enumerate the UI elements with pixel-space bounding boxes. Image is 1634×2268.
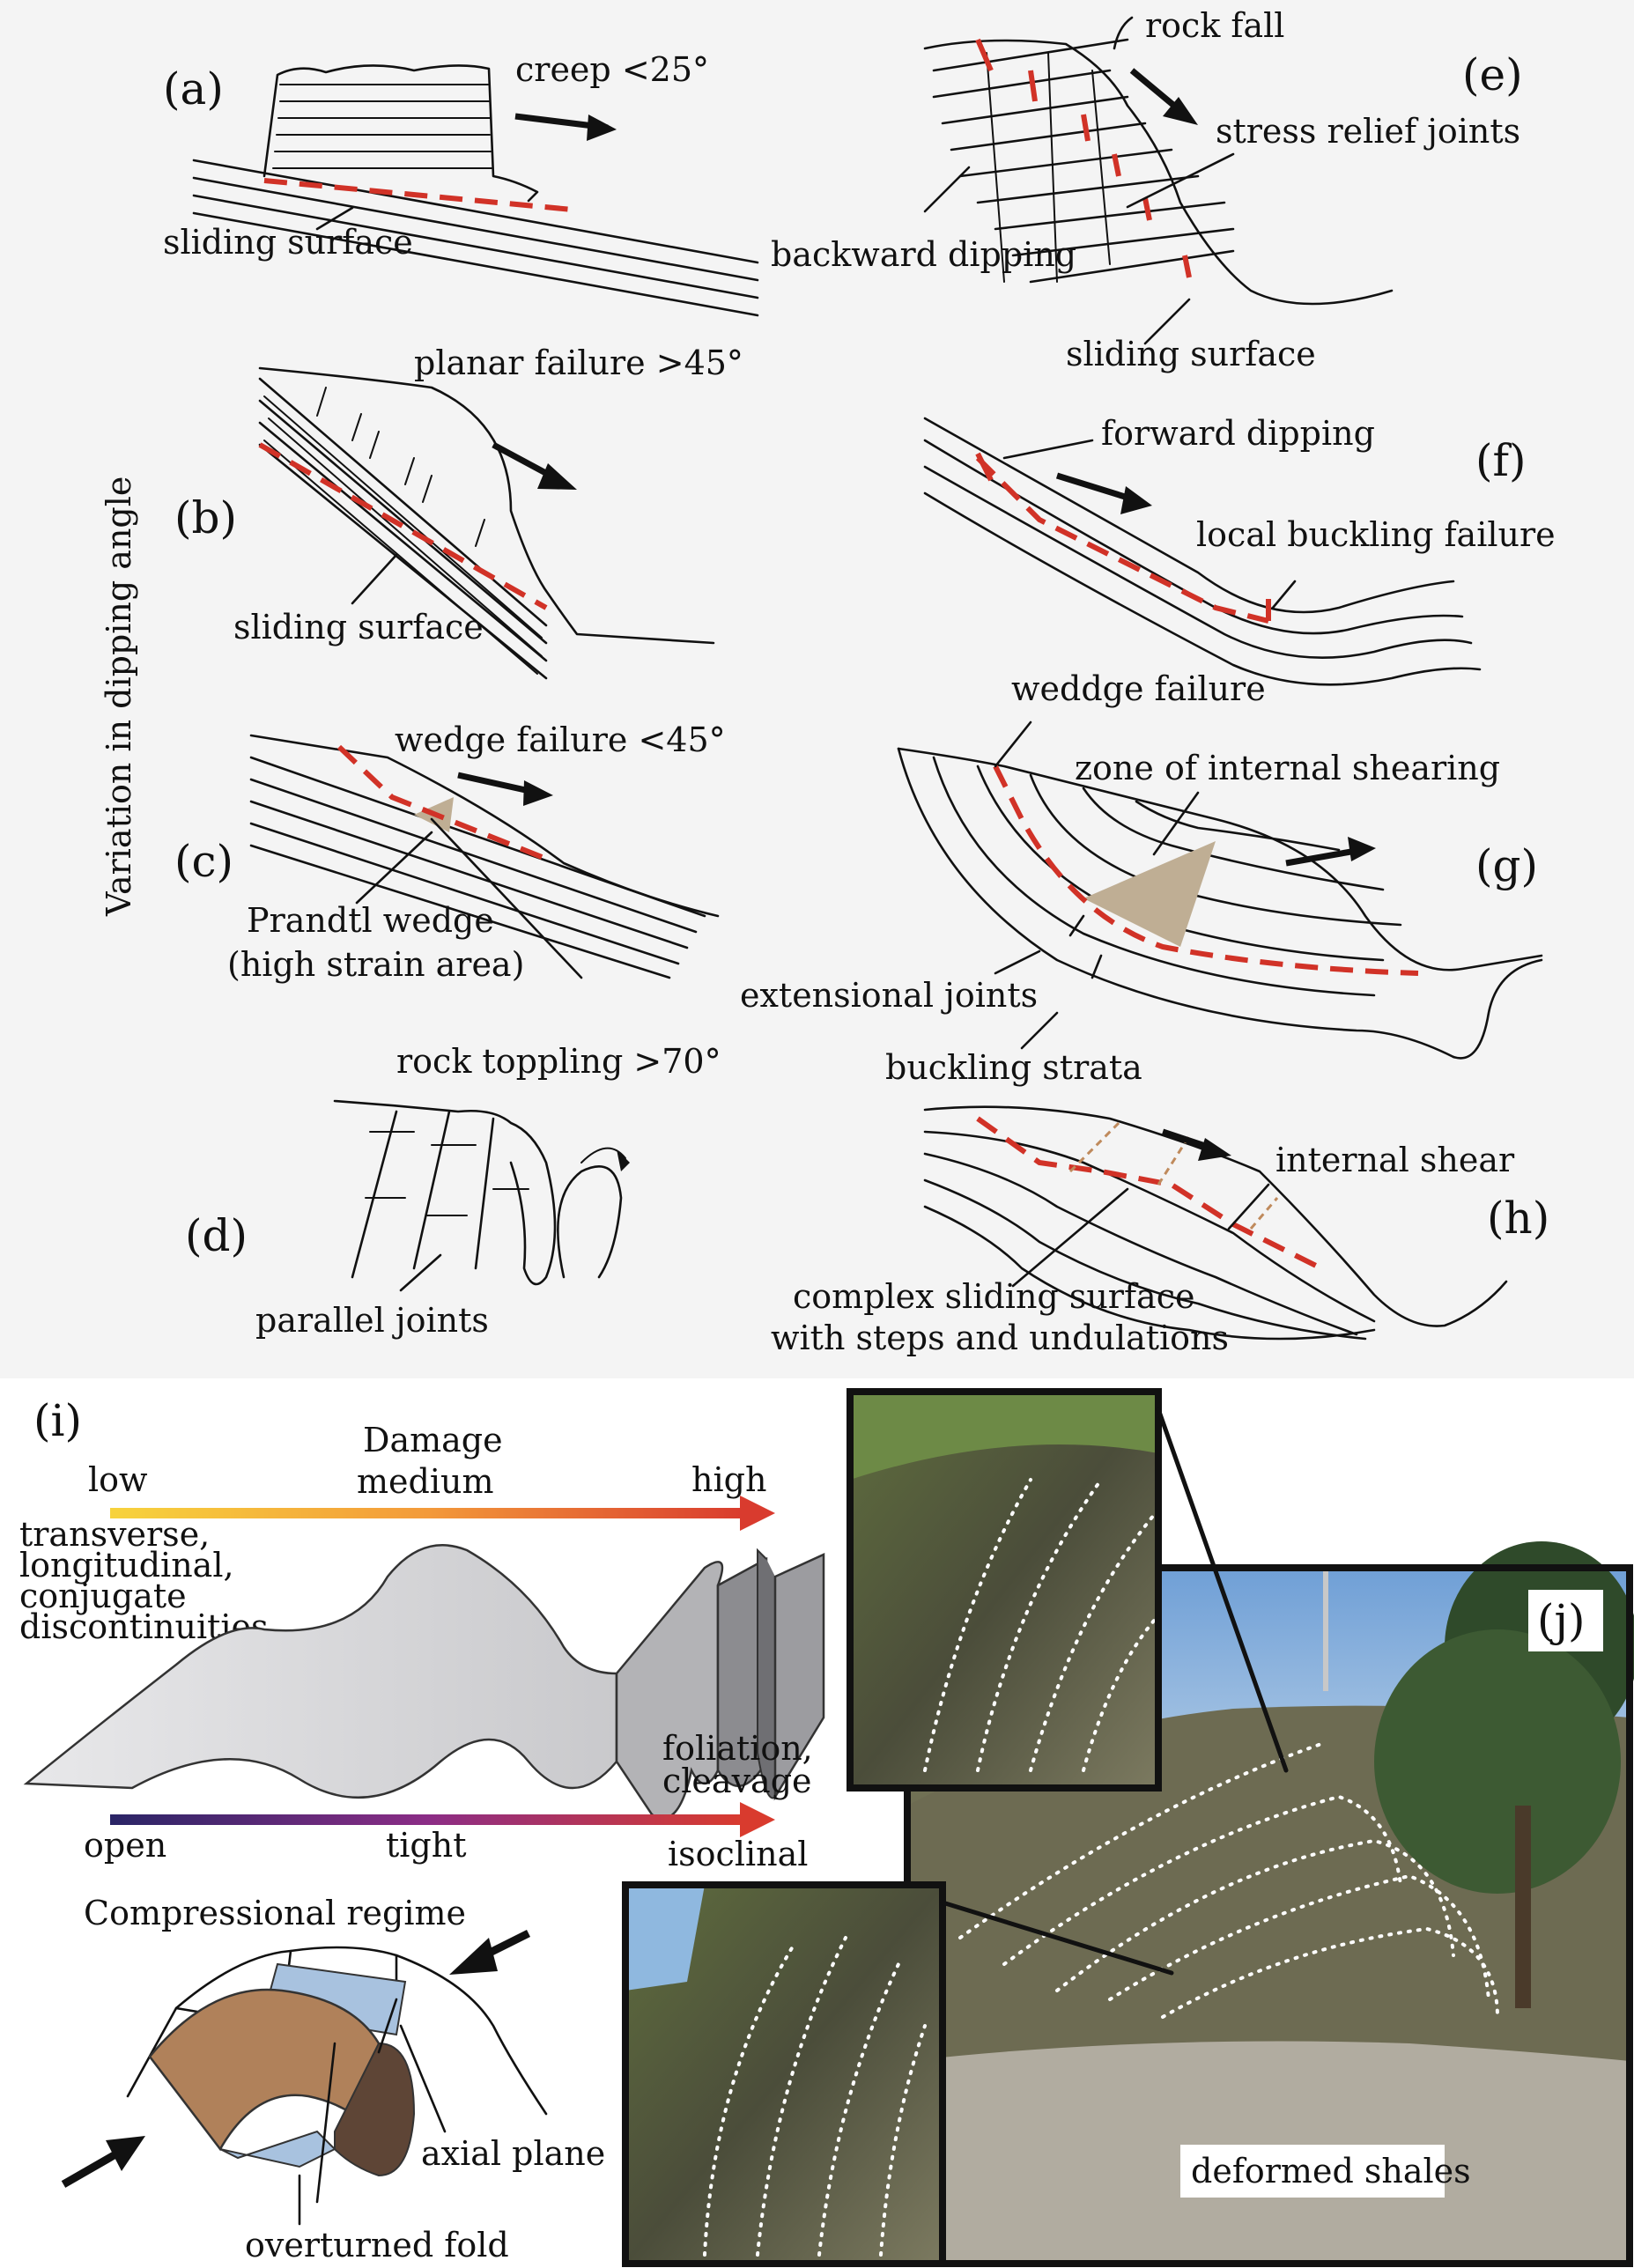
fold-gradient-bar <box>110 1814 744 1825</box>
panel-j: (j) deformed shales <box>622 1388 1634 2267</box>
deformed-shales-label: deformed shales <box>1191 2152 1471 2190</box>
panel-e-label-2: backward dipping <box>771 235 1076 274</box>
panel-f-label: local buckling failure <box>1196 515 1556 554</box>
panel-b-label: sliding surface <box>233 608 484 646</box>
panel-f-tag: (f) <box>1475 435 1527 486</box>
sliding-surface-c <box>336 744 548 861</box>
panel-g-tag: (g) <box>1475 840 1538 891</box>
panel-c-label-2: (high strain area) <box>227 945 524 984</box>
panel-g-label-2: extensional joints <box>740 976 1038 1015</box>
panel-g-label-1: zone of internal shearing <box>1075 749 1500 787</box>
panel-h-title: internal shear <box>1275 1141 1515 1179</box>
panel-c-title: wedge failure <45° <box>395 720 726 759</box>
panel-h: (h) internal shear complex sliding surfa… <box>771 1105 1549 1357</box>
panel-d: (d) rock toppling >70° parallel joints <box>185 1042 721 1340</box>
panel-d-title: rock toppling >70° <box>396 1042 721 1081</box>
panel-g: (g) weddge failure zone of internal shea… <box>740 669 1543 1087</box>
damage-medium: medium <box>357 1462 494 1501</box>
panel-e-label-3: sliding surface <box>1066 335 1316 373</box>
sliding-surface <box>263 178 573 212</box>
panel-e: (e) rock fall stress relief joints backw… <box>771 6 1523 373</box>
diagram-background <box>0 0 1634 1378</box>
discontinuities-line-3: conjugate <box>19 1577 187 1615</box>
panel-e-label-1: stress relief joints <box>1216 112 1520 151</box>
internal-shearing-zone <box>1083 841 1216 947</box>
fold-tight: tight <box>386 1826 467 1865</box>
panel-a-title: creep <25° <box>515 50 709 89</box>
fold-isoclinal: isoclinal <box>668 1835 808 1873</box>
panel-i: (i) Damage low medium high transverse, l… <box>19 1395 825 2264</box>
vertical-axis-label: Variation in dipping angle <box>100 477 138 917</box>
damage-title: Damage <box>363 1421 503 1459</box>
overturned-fold-label: overturned fold <box>245 2226 509 2264</box>
panel-b-tag: (b) <box>174 492 237 543</box>
sliding-surface-g <box>993 765 1419 976</box>
discontinuities-line-1: transverse, <box>19 1515 210 1554</box>
sliding-surface-b <box>258 442 548 610</box>
panel-e-tag: (e) <box>1462 49 1523 100</box>
deformation-surface <box>23 1544 618 1799</box>
panel-h-label-2: with steps and undulations <box>771 1319 1229 1357</box>
panel-g-label-3: buckling strata <box>885 1048 1142 1087</box>
panel-a-label: sliding surface <box>163 223 413 262</box>
discontinuities-line-2: longitudinal, <box>19 1546 234 1585</box>
panel-a: (a) creep <25° sliding surface <box>163 50 759 317</box>
panel-f: (f) forward dipping local buckling failu… <box>923 414 1556 686</box>
panel-h-tag: (h) <box>1487 1193 1549 1244</box>
fold-open: open <box>84 1826 166 1865</box>
panel-h-label-1: complex sliding surface <box>793 1277 1194 1316</box>
sliding-surface-f <box>975 455 1269 624</box>
regime-label: Compressional regime <box>84 1894 466 1932</box>
panel-g-title: weddge failure <box>1011 669 1266 708</box>
axial-plane-label: axial plane <box>421 2134 605 2173</box>
sliding-surface-h <box>976 1116 1323 1271</box>
panel-f-title: forward dipping <box>1101 414 1375 453</box>
foliation-line-2: cleavage <box>662 1762 812 1800</box>
panel-b-title: planar failure >45° <box>414 344 743 382</box>
panel-d-tag: (d) <box>185 1210 248 1261</box>
panel-a-tag: (a) <box>163 63 224 115</box>
panel-e-rockfall: rock fall <box>1145 6 1284 45</box>
panel-i-tag: (i) <box>33 1395 82 1446</box>
foliation-line-1: foliation, <box>662 1729 813 1768</box>
damage-high: high <box>691 1460 766 1499</box>
panel-c-label-1: Prandtl wedge <box>247 901 494 940</box>
panel-b: (b) planar failure >45° sliding surface <box>174 344 743 680</box>
panel-c-tag: (c) <box>174 836 233 887</box>
panel-c: (c) wedge failure <45° Prandtl wedge (hi… <box>174 720 726 984</box>
damage-gradient-bar <box>110 1508 744 1518</box>
damage-low: low <box>88 1460 148 1499</box>
panel-d-label: parallel joints <box>255 1301 489 1340</box>
panel-j-tag: (j) <box>1537 1595 1586 1646</box>
